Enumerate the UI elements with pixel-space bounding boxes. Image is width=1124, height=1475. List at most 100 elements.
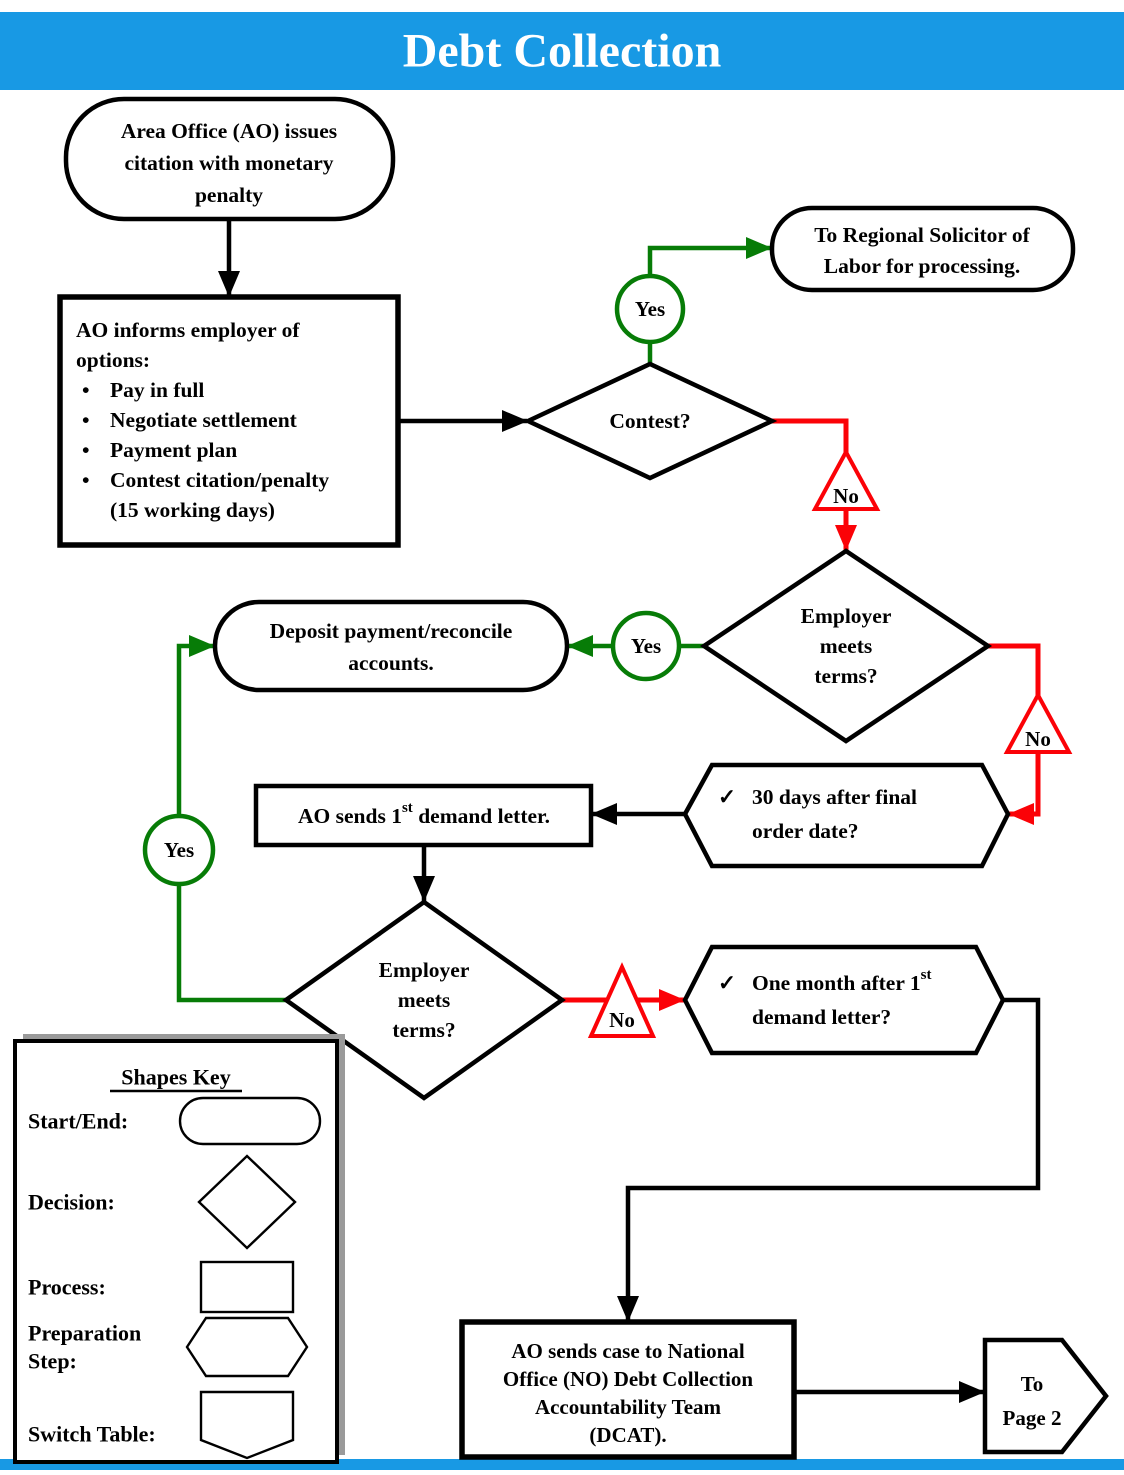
node-options: AO informs employer of options: • Pay in… — [57, 294, 401, 548]
options-line2: options: — [76, 348, 150, 372]
connector-label-yes3: Yes — [142, 813, 216, 887]
bullet-icon: • — [82, 438, 90, 462]
meets-terms2-line1: Employer — [379, 958, 470, 982]
no-label: No — [1025, 727, 1051, 751]
key-label-preparation-line1: Preparation — [28, 1321, 141, 1346]
node-meets-terms1: Employer meets terms? — [699, 548, 993, 744]
meets-terms1-line3: terms? — [814, 664, 877, 688]
node-deposit: Deposit payment/reconcile accounts. — [212, 599, 570, 693]
meets-terms2-decision-shape — [282, 899, 566, 1101]
node-demand: AO sends 1st demand letter. — [253, 783, 594, 848]
start-text-line1: Area Office (AO) issues — [121, 119, 337, 143]
solicitor-terminator-shape — [769, 205, 1076, 293]
no-triangle-shape — [1003, 690, 1073, 754]
node-meets-terms2: Employer meets terms? — [282, 899, 566, 1101]
page2-line2: Page 2 — [1003, 1406, 1062, 1430]
key-label-decision: Decision: — [28, 1190, 115, 1215]
key-label-process: Process: — [28, 1275, 106, 1300]
connector-yes-to-solicitor — [647, 237, 772, 276]
contest-decision-shape — [522, 361, 778, 481]
dcat-line3: Accountability Team — [535, 1395, 722, 1419]
connector-yes-loop-to-deposit — [176, 635, 215, 816]
meets-terms2-line3: terms? — [392, 1018, 455, 1042]
node-month1: ✓ One month after 1st demand letter? — [682, 944, 1006, 1056]
solicitor-line1: To Regional Solicitor of — [814, 223, 1030, 247]
node-dcat: AO sends case to National Office (NO) De… — [459, 1319, 797, 1460]
options-bullet4-continuation: (15 working days) — [110, 498, 275, 522]
dcat-line4: (DCAT). — [589, 1423, 666, 1447]
connector-label-no3: No — [587, 962, 657, 1038]
no-label: No — [609, 1008, 635, 1032]
month1-preparation-shape — [682, 944, 1006, 1056]
demand-text-post: demand letter. — [413, 804, 550, 828]
node-page2: To Page 2 — [982, 1337, 1109, 1455]
start-terminator-shape — [63, 96, 396, 222]
check-icon: ✓ — [718, 971, 736, 995]
key-terminator-icon — [178, 1096, 322, 1146]
connector-terms2-yes-loop — [176, 884, 286, 1003]
page2-offpage-shape — [982, 1337, 1109, 1455]
demand-text: AO sends 1st demand letter. — [298, 800, 550, 828]
connector-label-no2: No — [1003, 690, 1073, 754]
deposit-line1: Deposit payment/reconcile — [270, 619, 513, 643]
key-title: Shapes Key — [121, 1065, 230, 1090]
demand-text-superscript: st — [402, 800, 413, 816]
footer-bar — [0, 1459, 1124, 1470]
connector-label-yes2: Yes — [610, 610, 682, 682]
30days-line1: 30 days after final — [752, 785, 917, 809]
check-icon: ✓ — [718, 785, 736, 809]
bullet-icon: • — [82, 468, 90, 492]
dcat-process-shape — [459, 1319, 797, 1460]
demand-text-pre: AO sends 1 — [298, 804, 402, 828]
key-label-switch-table: Switch Table: — [28, 1422, 156, 1447]
yes-circle-shape — [142, 813, 216, 887]
connector-label-yes1: Yes — [614, 273, 686, 345]
shapes-key-legend: Shapes Key Start/End: Decision: Process:… — [13, 1034, 345, 1464]
meets-terms1-line1: Employer — [801, 604, 892, 628]
key-process-icon — [199, 1260, 295, 1314]
options-bullet3: Payment plan — [110, 438, 237, 462]
bullet-icon: • — [82, 408, 90, 432]
key-decision-icon — [197, 1154, 297, 1250]
demand-process-shape — [253, 783, 594, 848]
yes-circle-shape — [610, 610, 682, 682]
dcat-line1: AO sends case to National — [511, 1339, 745, 1363]
month1-text-superscript: st — [921, 967, 932, 983]
month1-line1: One month after 1st — [752, 967, 931, 995]
no-triangle-shape — [587, 962, 657, 1038]
node-start: Area Office (AO) issues citation with mo… — [63, 96, 396, 222]
connector-label-no1: No — [811, 447, 881, 511]
no-label: No — [833, 484, 859, 508]
key-switch-table-icon — [199, 1390, 295, 1460]
contest-label: Contest? — [609, 409, 690, 433]
connector-month-to-dcat — [617, 997, 1041, 1322]
dcat-line2: Office (NO) Debt Collection — [503, 1367, 753, 1391]
key-label-start-end: Start/End: — [28, 1109, 128, 1134]
header-bar — [0, 12, 1124, 90]
page2-line1: To — [1021, 1372, 1044, 1396]
meets-terms1-line2: meets — [820, 634, 873, 658]
page-title: Debt Collection — [403, 25, 722, 78]
meets-terms2-line2: meets — [398, 988, 451, 1012]
options-process-shape — [57, 294, 401, 548]
bullet-icon: • — [82, 378, 90, 402]
month1-line2: demand letter? — [752, 1005, 891, 1029]
key-label-preparation-line2: Step: — [28, 1349, 77, 1374]
key-preparation-icon — [185, 1316, 309, 1378]
yes-label: Yes — [635, 297, 665, 321]
30days-preparation-shape — [682, 762, 1011, 869]
node-contest: Contest? — [522, 361, 778, 481]
yes-circle-shape — [614, 273, 686, 345]
deposit-line2: accounts. — [348, 651, 433, 675]
options-bullet1: Pay in full — [110, 378, 204, 402]
month1-text-pre: One month after 1 — [752, 971, 921, 995]
start-text-line3: penalty — [195, 183, 263, 207]
30days-line2: order date? — [752, 819, 858, 843]
node-30days: ✓ 30 days after final order date? — [682, 762, 1011, 869]
meets-terms1-decision-shape — [699, 548, 993, 744]
options-bullet2: Negotiate settlement — [110, 408, 298, 432]
yes-label: Yes — [631, 634, 661, 658]
start-text-line2: citation with monetary — [125, 151, 334, 175]
